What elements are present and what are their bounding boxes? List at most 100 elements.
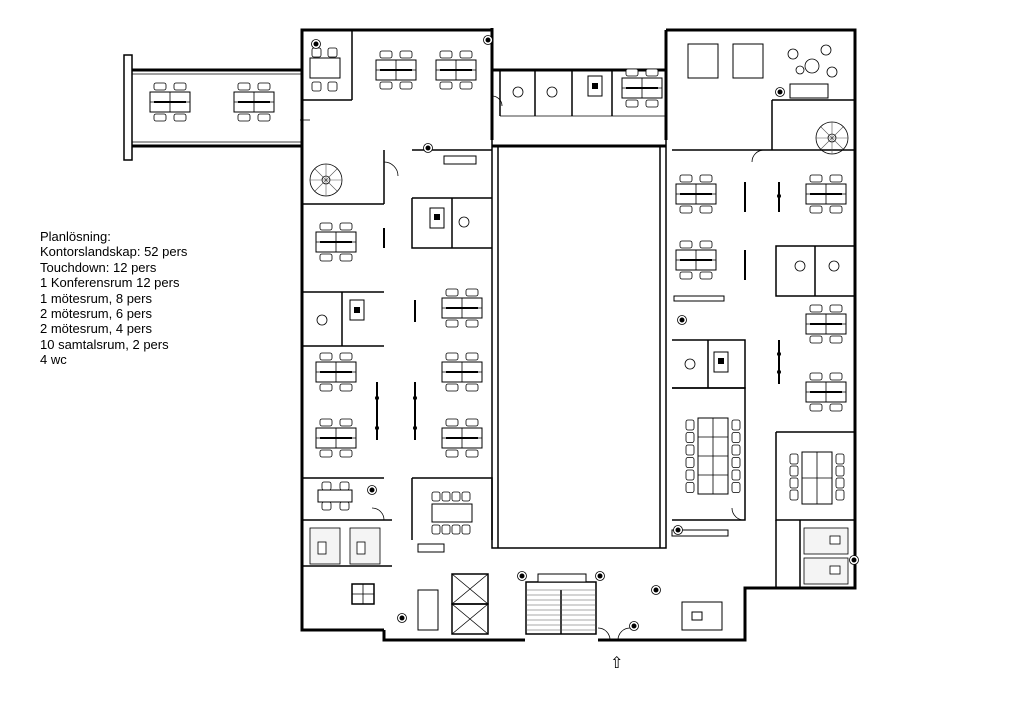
desk-chair [829,205,843,214]
desk-chair [319,449,333,458]
plant-leaves [679,317,685,323]
meeting-chair [327,81,338,92]
wc-west [309,527,381,565]
desk-chair [829,372,843,381]
screen-divider [810,391,842,393]
legend-item-meeting-room-8: 1 mötesrum, 8 pers [40,290,152,306]
desk-chair [459,81,473,90]
plant-icon [423,143,433,153]
legend-item-touchdown: Touchdown: 12 pers [40,259,157,275]
spiral-stair-east [815,121,849,155]
meeting-chair [731,419,741,431]
outer-walls [300,28,857,642]
desk-chair [809,174,823,183]
meeting-chair [789,489,799,501]
desk-chair [339,253,353,262]
meeting-chair [685,419,695,431]
desk-cluster [805,372,847,412]
desk-chair [679,205,693,214]
plant-leaves [597,573,603,579]
desk-chair [257,82,271,91]
screen-divider [680,259,712,261]
legend-title: Planlösning: [40,229,111,244]
desk-cluster [375,50,417,90]
desk-chair [237,113,251,122]
desk-chair [829,174,843,183]
desk-chair [339,383,353,392]
screen-divider [320,371,352,373]
plant-leaves [369,487,375,493]
plant-leaves [485,37,491,43]
plant-leaves [399,615,405,621]
main-staircase [525,581,597,635]
meeting-chair [685,457,695,468]
plant-icon [677,315,687,325]
desk-chair [645,99,659,108]
desk-chair [319,383,333,392]
desk-chair [465,383,479,392]
meeting-chair [685,432,695,443]
desk-chair [465,319,479,328]
plant-icon [849,555,859,565]
plant-icon [673,525,683,535]
desk-cluster [233,82,275,122]
plant-leaves [425,145,431,151]
screen-divider [238,101,270,103]
meeting-chair [321,481,332,491]
plant-icon [367,485,377,495]
screen-divider [320,241,352,243]
plant-leaves [519,573,525,579]
plant-icon [483,35,493,45]
reception-area [351,573,723,631]
desk-chair [625,68,639,77]
desk-chair [379,50,393,59]
desk-chair [319,222,333,231]
legend-item-wc: 4 wc [40,352,67,368]
desk-chair [439,81,453,90]
desk-chair [465,418,479,427]
screen-divider [320,437,352,439]
meeting-room-6-west [431,503,473,523]
west-wing-interior-walls [302,149,493,567]
desk-chair [829,403,843,412]
screen-divider [154,101,186,103]
desk-chair [439,50,453,59]
desk-chair [173,82,187,91]
open-office-dividers [375,155,781,553]
meeting-chair [685,482,695,493]
desk-chair [679,240,693,249]
doors [371,95,765,641]
desk-chair [679,174,693,183]
desk-chair [153,82,167,91]
west-bridge-corridor [123,54,310,161]
elevators [451,573,489,635]
meeting-chair [327,47,338,58]
desk-cluster [675,174,717,214]
plant-icon [311,39,321,49]
meeting-chair [731,469,741,481]
desk-chair [339,418,353,427]
desk-cluster [149,82,191,122]
meeting-chair [311,47,322,58]
meeting-chair [311,81,322,92]
meeting-chair [461,524,471,535]
legend-item-talk-rooms: 10 samtalsrum, 2 pers [40,336,169,352]
desk-cluster [675,240,717,280]
meeting-chair [451,491,461,502]
meeting-chair [835,477,845,489]
screen-divider [380,69,412,71]
screen-divider [446,437,478,439]
meeting-chair [789,465,799,477]
desk-chair [809,335,823,344]
desk-cluster [435,50,477,90]
legend-item-meeting-room-6: 2 mötesrum, 6 pers [40,306,152,322]
desk-chair [399,50,413,59]
desk-chair [679,271,693,280]
desk-chair [399,81,413,90]
desk-cluster [805,174,847,214]
desk-chair [339,222,353,231]
plant-icon [775,87,785,97]
plant-leaves [777,89,783,95]
meeting-chair [339,481,350,491]
